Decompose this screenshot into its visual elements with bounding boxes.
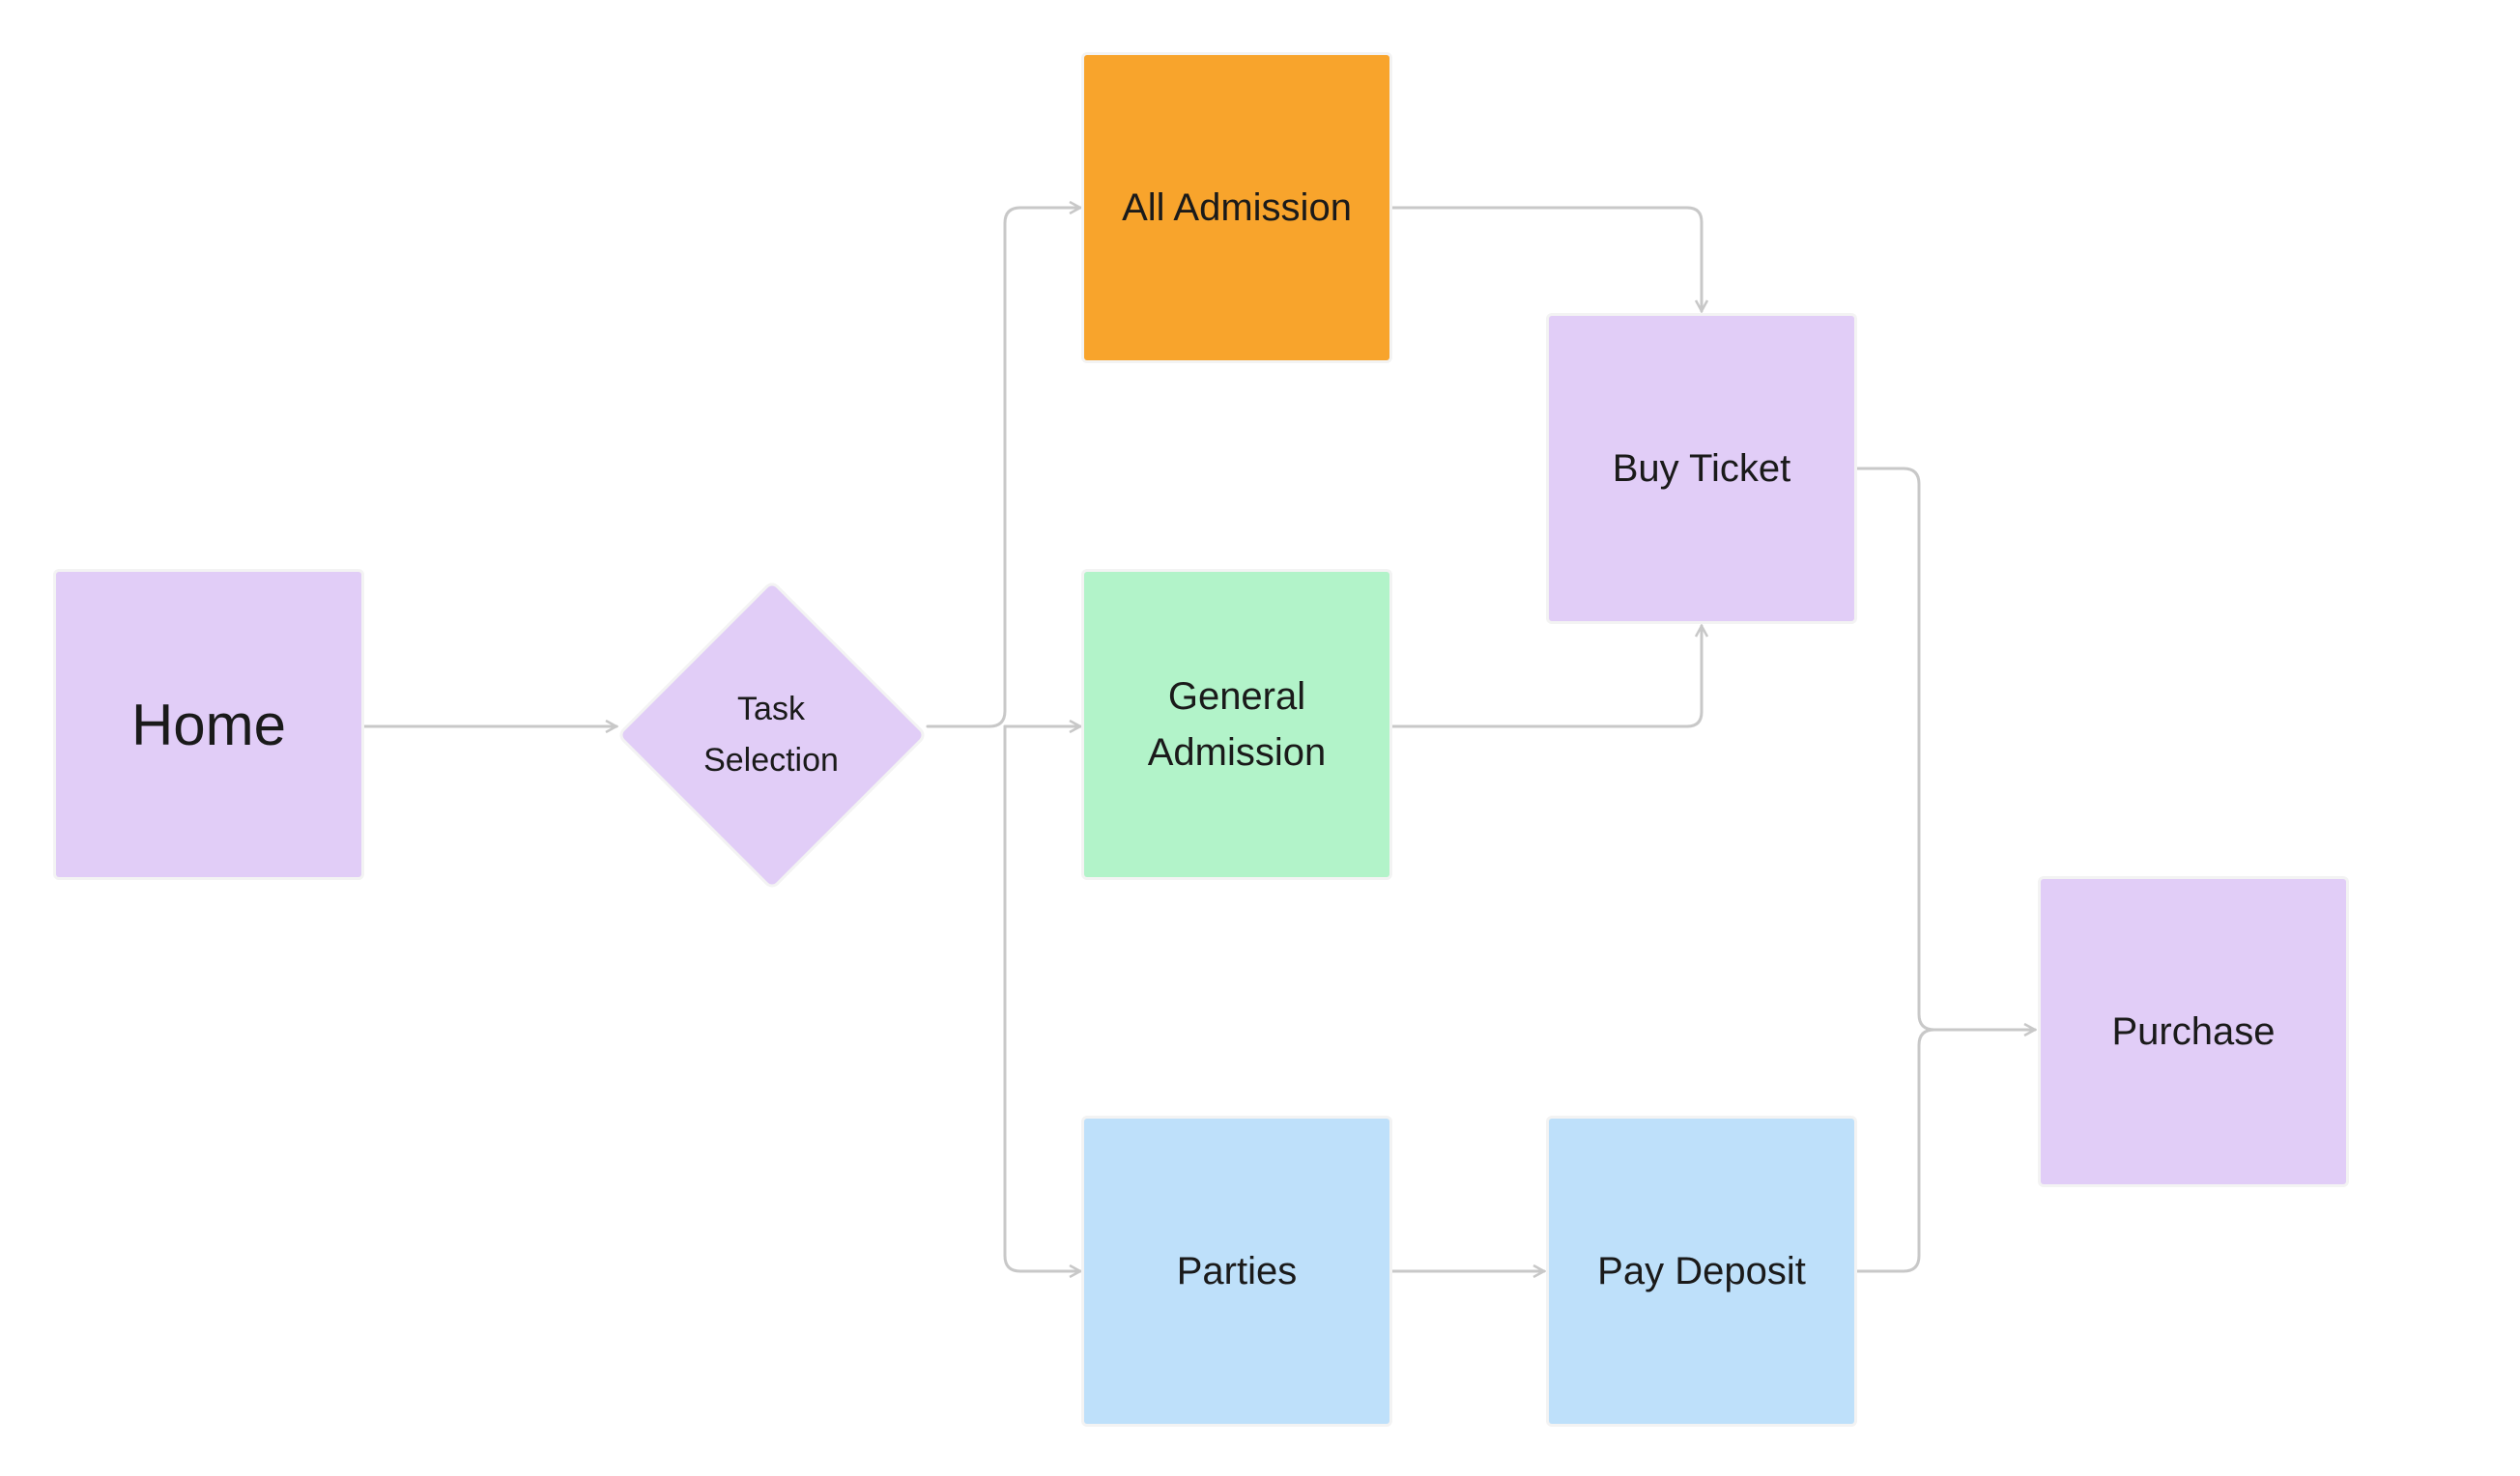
node-purchase-label: Purchase: [2111, 1010, 2276, 1053]
node-buy-ticket-label: Buy Ticket: [1612, 447, 1791, 490]
edge-buy-ticket-to-purchase: [1854, 467, 2035, 1030]
node-all-admission[interactable]: All Admission: [1084, 55, 1389, 360]
node-home-label: Home: [130, 692, 287, 757]
node-pay-deposit-label: Pay Deposit: [1597, 1250, 1806, 1292]
edge-task-selection-to-parties: [1003, 724, 1080, 1271]
node-general-admission-label: General Admission: [1147, 675, 1327, 774]
edge-task-selection-to-all-admission: [926, 208, 1080, 728]
node-pay-deposit[interactable]: Pay Deposit: [1549, 1119, 1854, 1424]
node-general-admission[interactable]: General Admission: [1084, 572, 1389, 877]
node-task-selection-label: Task Selection: [703, 691, 839, 779]
edge-general-admission-to-buy-ticket: [1389, 626, 1702, 728]
node-parties[interactable]: Parties: [1084, 1119, 1389, 1424]
edge-pay-deposit-to-purchase: [1854, 1028, 1936, 1273]
node-home[interactable]: Home: [56, 572, 361, 877]
node-buy-ticket[interactable]: Buy Ticket: [1549, 316, 1854, 621]
node-task-selection[interactable]: Task Selection: [626, 629, 916, 841]
node-purchase[interactable]: Purchase: [2041, 879, 2346, 1184]
edge-all-admission-to-buy-ticket: [1389, 206, 1702, 311]
node-all-admission-label: All Admission: [1122, 186, 1352, 229]
node-parties-label: Parties: [1176, 1250, 1298, 1292]
